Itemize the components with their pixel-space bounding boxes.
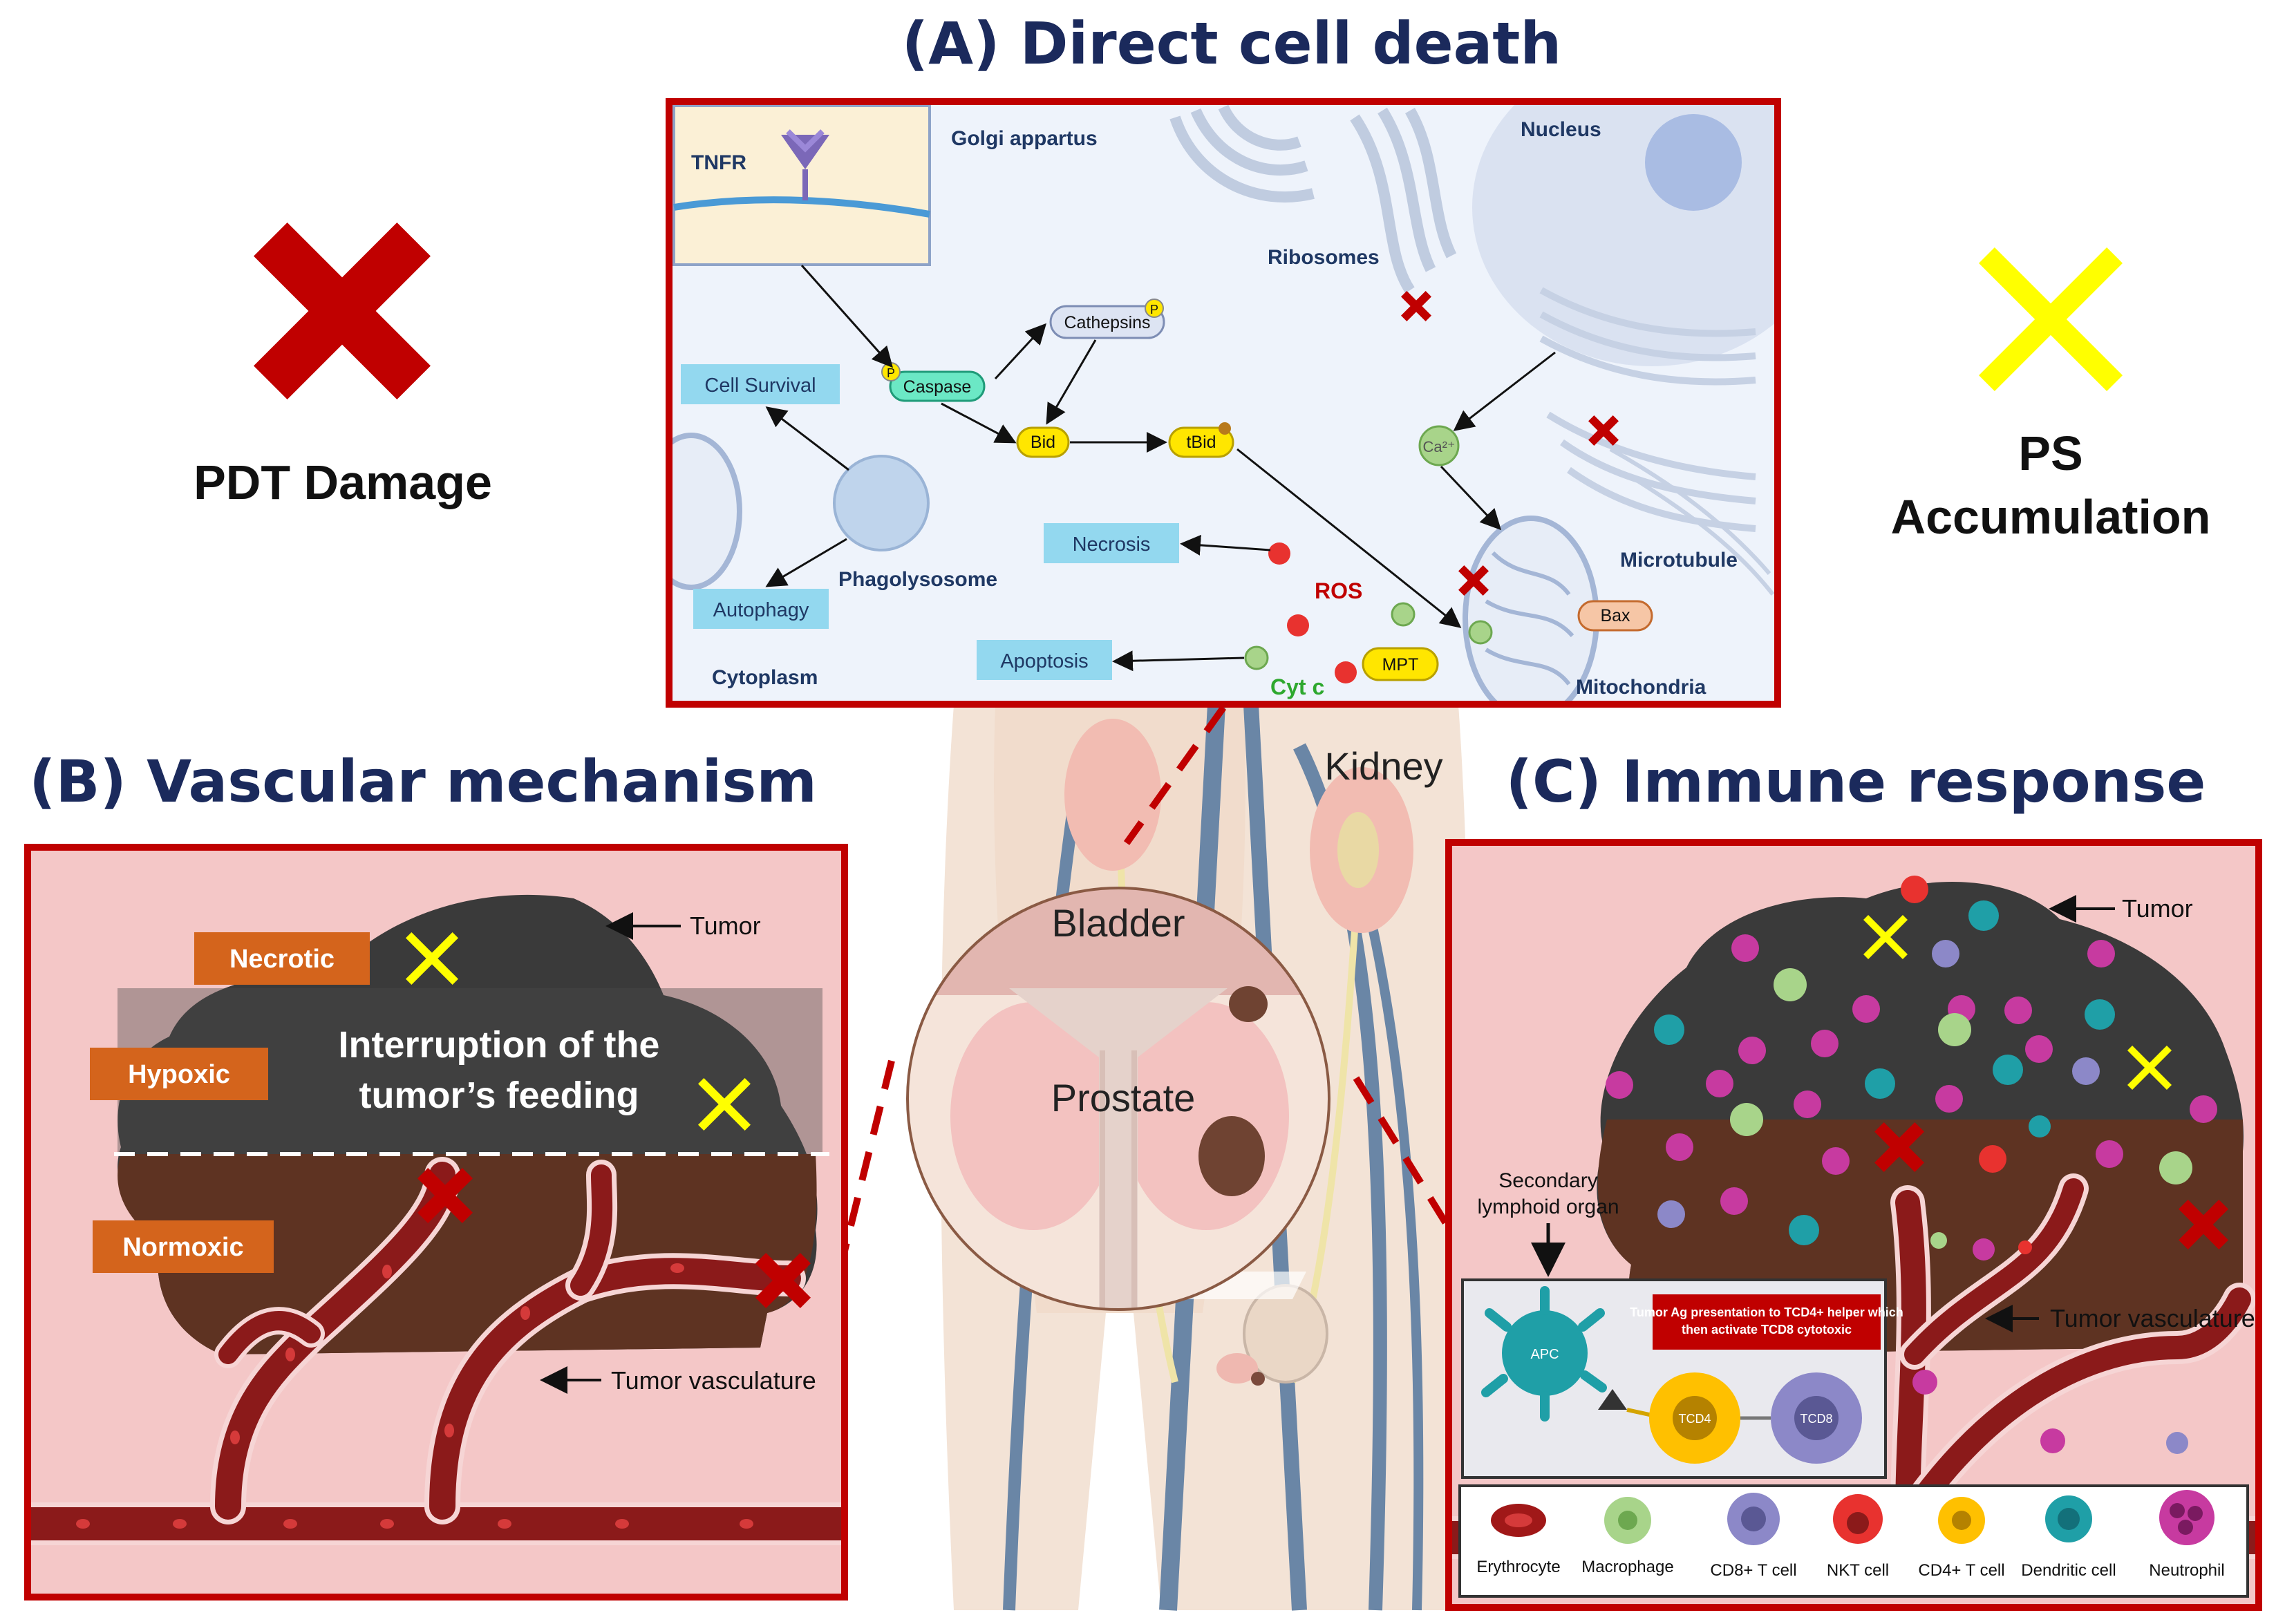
neutrophil-icon — [2159, 1490, 2215, 1545]
tbid-pill: tBid — [1186, 433, 1216, 452]
tnfr-label: TNFR — [691, 151, 746, 174]
apoptosis-box: Apoptosis — [1000, 650, 1088, 672]
apc-label: APC — [1530, 1347, 1559, 1362]
cd8-t-cell-icon — [1727, 1493, 1780, 1545]
mitochondria-label: Mitochondria — [1576, 676, 1706, 699]
legend-cd4-label: CD4+ T cell — [1918, 1561, 2004, 1580]
macrophage-icon — [1604, 1497, 1651, 1544]
cd4-t-cell-icon — [1938, 1497, 1985, 1544]
erythrocyte-icon — [1491, 1504, 1546, 1537]
secondary-organ-label-2: lymphoid organ — [1477, 1196, 1619, 1218]
hypoxic-zone-box: Hypoxic — [128, 1060, 230, 1089]
panel-b: Necrotic Hypoxic Normoxic Interruption o… — [24, 844, 848, 1601]
pdt-damage-icon — [254, 223, 431, 399]
legend-erythrocyte-label: Erythrocyte — [1476, 1558, 1560, 1576]
feeding-label-1: Interruption of the — [339, 1024, 660, 1066]
cytc-label: Cyt c — [1270, 674, 1324, 699]
feeding-label-2: tumor’s feeding — [359, 1075, 639, 1116]
bid-pill: Bid — [1031, 433, 1055, 452]
legend-nkt-label: NKT cell — [1827, 1561, 1889, 1580]
bax-pill: Bax — [1600, 606, 1630, 625]
title-a: (A) Direct cell death — [902, 10, 1561, 77]
normoxic-zone-box: Normoxic — [122, 1233, 243, 1262]
tcd4-label: TCD4 — [1678, 1412, 1711, 1426]
ps-accumulation-label-2: Accumulation — [1891, 490, 2211, 544]
panel-c-frame — [1445, 839, 2262, 1611]
title-c: (C) Immune response — [1506, 748, 2206, 815]
legend-cd8-label: CD8+ T cell — [1710, 1561, 1796, 1580]
golgi-label: Golgi appartus — [951, 127, 1098, 150]
cytoplasm-label: Cytoplasm — [712, 666, 818, 689]
legend-neutrophil-label: Neutrophil — [2149, 1561, 2224, 1580]
nucleus-label: Nucleus — [1521, 118, 1601, 141]
necrotic-zone-box: Necrotic — [229, 945, 335, 974]
tumor-label-b: Tumor — [690, 912, 761, 940]
secondary-organ-label-1: Secondary — [1498, 1169, 1597, 1192]
kidney-label: Kidney — [1324, 744, 1442, 788]
antigen-presentation-text-2: then activate TCD8 cytotoxic — [1682, 1323, 1852, 1337]
prostate-label: Prostate — [1051, 1076, 1196, 1120]
panel-a: TNFR Golgi appartus Nucleus Ribosomes Ph… — [666, 98, 1781, 708]
phagolysosome-shape — [833, 455, 930, 551]
legend-macrophage-label: Macrophage — [1581, 1558, 1673, 1576]
autophagy-box: Autophagy — [713, 599, 809, 621]
panel-b-frame — [24, 844, 848, 1601]
mpt-pill: MPT — [1382, 655, 1419, 674]
prostate-tumor-shape-2 — [1198, 1116, 1265, 1196]
pdt-damage-label: PDT Damage — [194, 455, 492, 509]
microtubule-label: Microtubule — [1620, 549, 1738, 572]
dendritic-cell-icon — [2045, 1495, 2092, 1542]
legend-dendritic-label: Dendritic cell — [2021, 1561, 2116, 1580]
bladder-label: Bladder — [1051, 901, 1185, 945]
caspase-p-label: P — [887, 366, 895, 380]
apc-cell-icon — [1502, 1310, 1588, 1396]
antigen-presentation-text-1: Tumor Ag presentation to TCD4+ helper wh… — [1630, 1305, 1903, 1319]
vasculature-label-c: Tumor vasculature — [2050, 1304, 2255, 1332]
cathepsins-pill: Cathepsins — [1064, 313, 1150, 332]
nkt-cell-icon — [1833, 1494, 1883, 1544]
panel-a-frame — [666, 98, 1781, 708]
zoom-connectors — [841, 706, 1454, 1252]
calcium-shape — [1418, 425, 1460, 466]
tcd8-label: TCD8 — [1800, 1412, 1832, 1426]
cathepsins-p-label: P — [1150, 303, 1158, 317]
ps-accumulation-label-1: PS — [2018, 426, 2082, 480]
vasculature-label-b: Tumor vasculature — [611, 1366, 816, 1395]
cell-survival-box: Cell Survival — [704, 375, 816, 397]
prostate-tumor-shape-1 — [1229, 986, 1268, 1022]
ros-label: ROS — [1315, 578, 1362, 603]
phagolysosome-label: Phagolysosome — [838, 568, 997, 591]
calcium-label: Ca²⁺ — [1422, 438, 1455, 455]
title-b: (B) Vascular mechanism — [29, 748, 817, 815]
panel-c: Tumor Tumor vasculature Secondary lympho… — [1445, 839, 2262, 1611]
ps-accumulation-icon — [1979, 247, 2123, 391]
tumor-label-c: Tumor — [2122, 894, 2193, 923]
caspase-pill: Caspase — [903, 377, 972, 397]
ribosomes-label: Ribosomes — [1268, 246, 1380, 269]
necrosis-box: Necrosis — [1073, 534, 1151, 556]
